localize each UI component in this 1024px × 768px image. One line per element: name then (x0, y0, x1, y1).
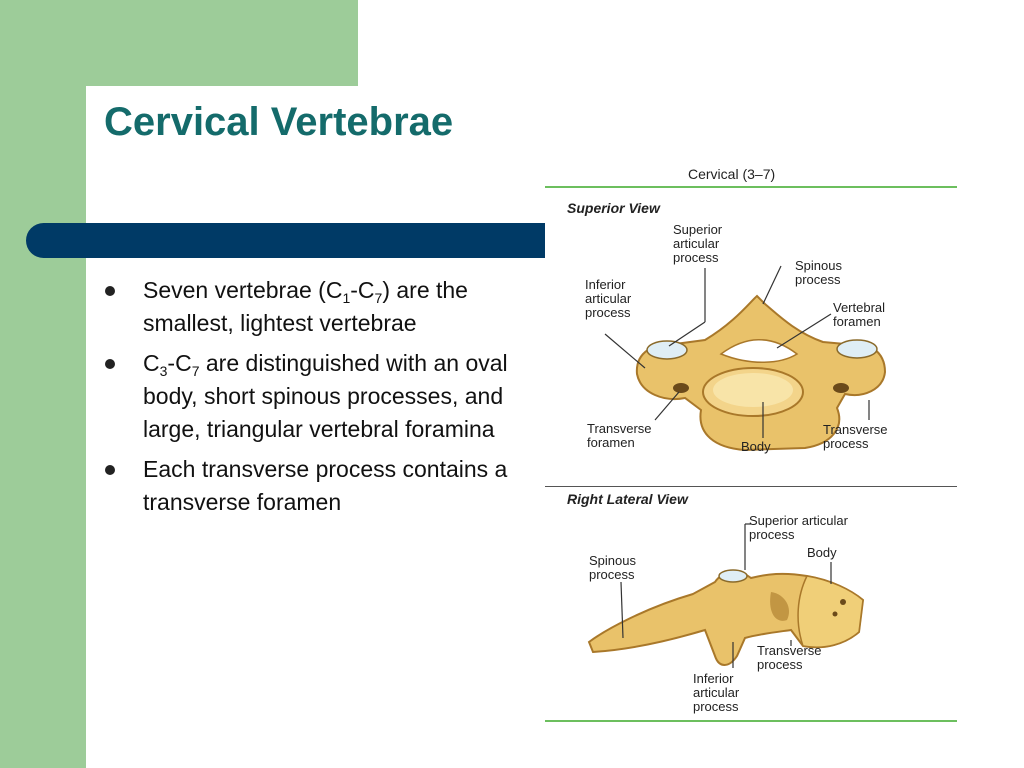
label-vertebral-foramen: Vertebral foramen (833, 300, 886, 329)
label-transverse-foramen: Transverse foramen (587, 421, 652, 450)
title-divider-bar (26, 223, 556, 258)
lateral-view-heading: Right Lateral View (567, 491, 688, 507)
label-superior-articular-process: Superior articular process (673, 222, 723, 265)
slide-title: Cervical Vertebrae (104, 100, 454, 144)
label-lateral-superior-articular-process: Superior articular process (749, 513, 848, 542)
label-transverse-process: Transverse process (823, 422, 888, 451)
label-spinous-process: Spinous process (795, 258, 842, 287)
left-green-band (0, 0, 86, 768)
label-lateral-spinous-process: Spinous process (589, 553, 636, 582)
bullet-list: Seven vertebrae (C1-C7) are the smallest… (105, 274, 525, 526)
label-body: Body (741, 439, 771, 454)
superior-view-heading: Superior View (567, 200, 660, 216)
figure-rule-top (545, 186, 957, 188)
content-corner (86, 86, 196, 196)
label-lateral-body: Body (807, 545, 837, 560)
label-inferior-articular-process: Inferior articular process (585, 277, 632, 320)
bullet-item: Each transverse process contains a trans… (105, 453, 525, 519)
figure-rule-middle (545, 486, 957, 487)
top-green-band (0, 0, 358, 86)
vertebra-figure: Cervical (3–7) Superior View (545, 162, 957, 724)
vertebra-illustration (587, 265, 887, 668)
bullet-item: Seven vertebrae (C1-C7) are the smallest… (105, 274, 525, 340)
bullet-item: C3-C7 are distinguished with an oval bod… (105, 347, 525, 446)
label-lateral-transverse-process: Transverse process (757, 643, 822, 672)
figure-rule-bottom (545, 720, 957, 722)
label-lateral-inferior-articular-process: Inferior articular process (693, 671, 740, 714)
figure-header: Cervical (3–7) (688, 166, 776, 182)
